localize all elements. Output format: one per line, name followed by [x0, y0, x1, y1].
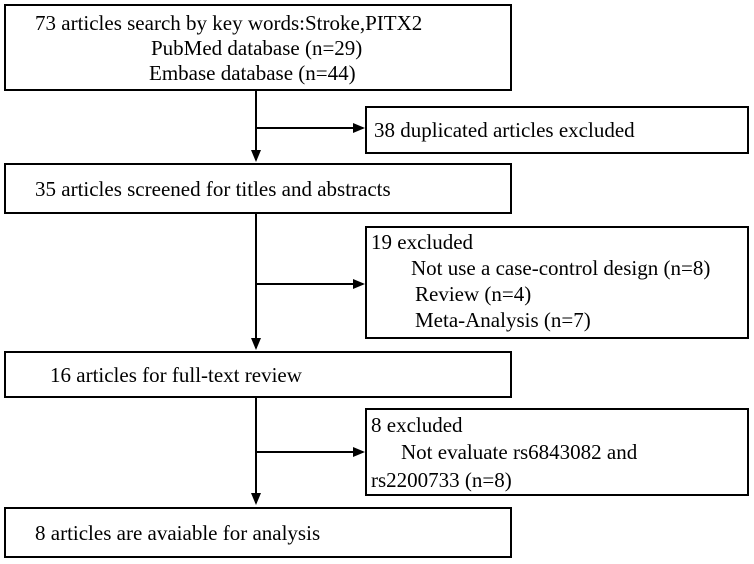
screening-excluded-reason-1: Not use a case-control design (n=8): [411, 256, 711, 280]
full-text-review-box: 16 articles for full-text review: [4, 351, 512, 398]
full-text-excluded-reason-2: rs2200733 (n=8): [371, 468, 512, 492]
screening-text: 35 articles screened for titles and abst…: [35, 177, 391, 201]
identification-line-2: PubMed database (n=29): [151, 36, 363, 60]
full-text-review-text: 16 articles for full-text review: [50, 363, 302, 387]
screening-excluded-title: 19 excluded: [371, 230, 474, 254]
identification-box: 73 articles search by key words:Stroke,P…: [4, 4, 512, 91]
duplicates-excluded-text: 38 duplicated articles excluded: [374, 118, 635, 142]
full-text-excluded-reason-1: Not evaluate rs6843082 and: [401, 440, 638, 464]
screening-excluded-reason-2: Review (n=4): [415, 282, 532, 306]
included-box: 8 articles are avaiable for analysis: [4, 507, 512, 558]
screening-box: 35 articles screened for titles and abst…: [4, 163, 512, 214]
identification-line-1: 73 articles search by key words:Stroke,P…: [35, 11, 423, 35]
included-text: 8 articles are avaiable for analysis: [35, 521, 321, 545]
full-text-excluded-title: 8 excluded: [371, 413, 463, 437]
duplicates-excluded-box: 38 duplicated articles excluded: [365, 106, 749, 154]
screening-excluded-reason-3: Meta-Analysis (n=7): [415, 308, 591, 332]
full-text-excluded-box: 8 excluded Not evaluate rs6843082 and rs…: [365, 408, 749, 496]
identification-line-3: Embase database (n=44): [149, 61, 356, 85]
screening-excluded-box: 19 excluded Not use a case-control desig…: [365, 226, 749, 339]
